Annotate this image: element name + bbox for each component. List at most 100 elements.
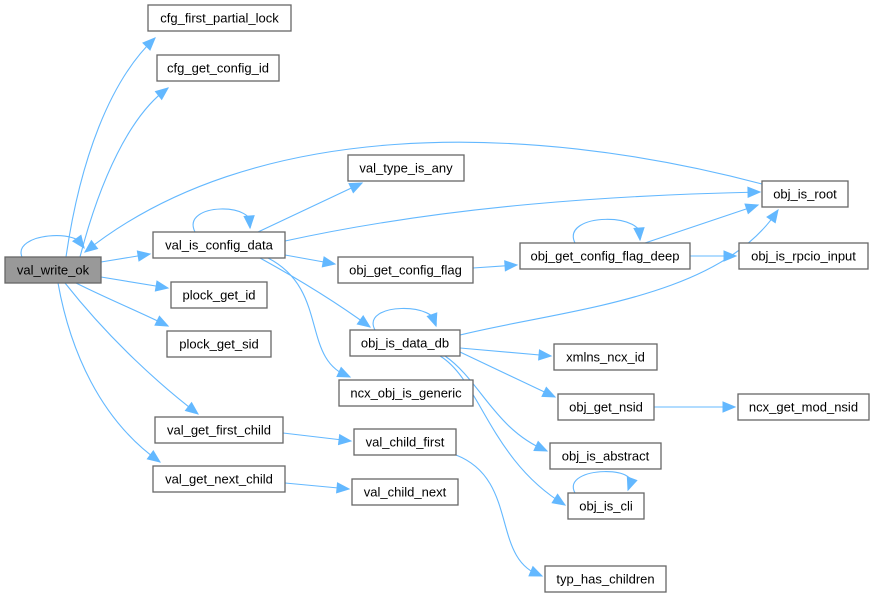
- node-ncx_obj_is_generic[interactable]: ncx_obj_is_generic: [338, 379, 474, 407]
- edge-line: [259, 257, 371, 328]
- edge-line: [459, 209, 779, 336]
- edge-obj_is_root-to-val_write_ok: [83, 141, 763, 253]
- arrowhead-icon: [83, 239, 99, 253]
- node-label: val_write_ok: [17, 263, 90, 278]
- node-obj_is_rpcio_input[interactable]: obj_is_rpcio_input: [738, 242, 869, 270]
- node-box: [4, 256, 102, 284]
- edge-line: [284, 191, 761, 242]
- arrowhead-icon: [321, 256, 337, 268]
- arrowhead-icon: [142, 37, 156, 51]
- node-xmlns_ncx_id[interactable]: xmlns_ncx_id: [553, 343, 658, 371]
- node-cfg_first_partial_lock[interactable]: cfg_first_partial_lock: [147, 4, 292, 32]
- edges-layer: [20, 37, 779, 577]
- node-val_type_is_any[interactable]: val_type_is_any: [347, 154, 465, 182]
- arrowhead-icon: [184, 401, 200, 415]
- edge-line: [459, 351, 556, 398]
- node-label: ncx_obj_is_generic: [350, 386, 462, 401]
- edge-line: [644, 204, 759, 244]
- node-obj_is_data_db[interactable]: obj_is_data_db: [349, 329, 461, 357]
- node-obj_is_cli[interactable]: obj_is_cli: [567, 492, 645, 520]
- arrowhead-icon: [154, 87, 170, 101]
- node-plock_get_sid[interactable]: plock_get_sid: [166, 330, 272, 358]
- node-val_child_next[interactable]: val_child_next: [351, 478, 459, 506]
- node-box: [338, 379, 474, 407]
- node-label: obj_is_data_db: [361, 336, 449, 351]
- arrowhead-icon: [551, 493, 567, 506]
- arrowhead-icon: [243, 215, 255, 230]
- node-val_get_first_child[interactable]: val_get_first_child: [154, 416, 284, 444]
- node-box: [553, 343, 658, 371]
- node-label: plock_get_sid: [179, 337, 259, 352]
- arrowhead-icon: [336, 366, 352, 378]
- edge-val_write_ok-to-val_get_next_child: [57, 282, 162, 463]
- arrowhead-icon: [528, 565, 544, 577]
- arrowhead-icon: [136, 250, 152, 262]
- arrowhead-icon: [154, 280, 170, 292]
- node-box: [544, 565, 667, 593]
- arrowhead-icon: [356, 315, 372, 328]
- edge-obj_is_data_db-to-obj_is_data_db: [372, 307, 438, 331]
- arrowhead-icon: [633, 227, 645, 242]
- edge-obj_is_data_db-to-obj_is_abstract: [444, 355, 549, 452]
- node-box: [147, 4, 292, 32]
- node-val_is_config_data[interactable]: val_is_config_data: [152, 231, 286, 259]
- node-box: [353, 428, 457, 456]
- arrowhead-icon: [626, 476, 638, 492]
- edge-obj_get_config_flag_deep-to-obj_is_rpcio_input: [690, 250, 738, 262]
- node-box: [737, 393, 870, 421]
- node-box: [347, 154, 465, 182]
- node-obj_get_config_flag_deep[interactable]: obj_get_config_flag_deep: [519, 242, 691, 270]
- node-box: [549, 442, 662, 470]
- node-plock_get_id[interactable]: plock_get_id: [170, 281, 268, 309]
- arrowhead-icon: [426, 312, 438, 328]
- edge-obj_get_config_flag-to-obj_get_config_flag_deep: [472, 260, 519, 272]
- node-box: [156, 54, 280, 82]
- arrowhead-icon: [337, 433, 353, 446]
- node-obj_get_config_flag[interactable]: obj_get_config_flag: [337, 256, 474, 284]
- node-box: [337, 256, 474, 284]
- node-label: val_is_config_data: [165, 238, 273, 253]
- edge-line: [84, 141, 763, 253]
- edge-val_write_ok-to-val_get_first_child: [64, 282, 200, 415]
- node-obj_is_abstract[interactable]: obj_is_abstract: [549, 442, 662, 470]
- edge-line: [455, 454, 543, 577]
- node-box: [166, 330, 272, 358]
- edge-val_write_ok-to-cfg_first_partial_lock: [65, 37, 156, 258]
- node-obj_is_root[interactable]: obj_is_root: [761, 180, 849, 208]
- node-label: typ_has_children: [556, 572, 654, 587]
- node-box: [154, 416, 284, 444]
- node-ncx_get_mod_nsid[interactable]: ncx_get_mod_nsid: [737, 393, 870, 421]
- node-cfg_get_config_id[interactable]: cfg_get_config_id: [156, 54, 280, 82]
- arrowhead-icon: [747, 186, 762, 199]
- nodes-layer: val_write_ok cfg_first_partial_lock cfg_ge…: [4, 4, 870, 593]
- node-val_get_next_child[interactable]: val_get_next_child: [152, 465, 286, 493]
- node-label: obj_is_root: [773, 187, 837, 202]
- node-obj_get_nsid[interactable]: obj_get_nsid: [557, 393, 655, 421]
- node-val_write_ok[interactable]: val_write_ok: [4, 256, 102, 284]
- node-label: obj_get_config_flag: [349, 263, 462, 278]
- edge-obj_is_cli-to-obj_is_cli: [572, 471, 638, 494]
- edge-line: [79, 87, 169, 258]
- arrowhead-icon: [541, 386, 557, 398]
- edge-line: [257, 182, 363, 233]
- edge-obj_is_data_db-to-obj_is_cli: [439, 355, 567, 506]
- node-label: cfg_first_partial_lock: [160, 11, 279, 26]
- edge-line: [459, 347, 552, 357]
- edge-val_write_ok-to-val_is_config_data: [100, 250, 152, 263]
- node-label: ncx_get_mod_nsid: [749, 400, 858, 415]
- node-box: [557, 393, 655, 421]
- edge-val_is_config_data-to-val_is_config_data: [192, 208, 255, 233]
- edge-obj_get_nsid-to-ncx_get_mod_nsid: [654, 401, 737, 413]
- arrowhead-icon: [538, 349, 553, 361]
- arrowhead-icon: [722, 401, 737, 413]
- node-val_child_first[interactable]: val_child_first: [353, 428, 457, 456]
- node-box: [351, 478, 459, 506]
- node-label: xmlns_ncx_id: [566, 350, 645, 365]
- edge-line: [267, 257, 351, 378]
- edge-val_is_config_data-to-val_type_is_any: [257, 182, 364, 233]
- node-typ_has_children[interactable]: typ_has_children: [544, 565, 667, 593]
- arrowhead-icon: [766, 208, 779, 224]
- node-label: cfg_get_config_id: [167, 61, 269, 76]
- node-label: val_get_first_child: [167, 423, 271, 438]
